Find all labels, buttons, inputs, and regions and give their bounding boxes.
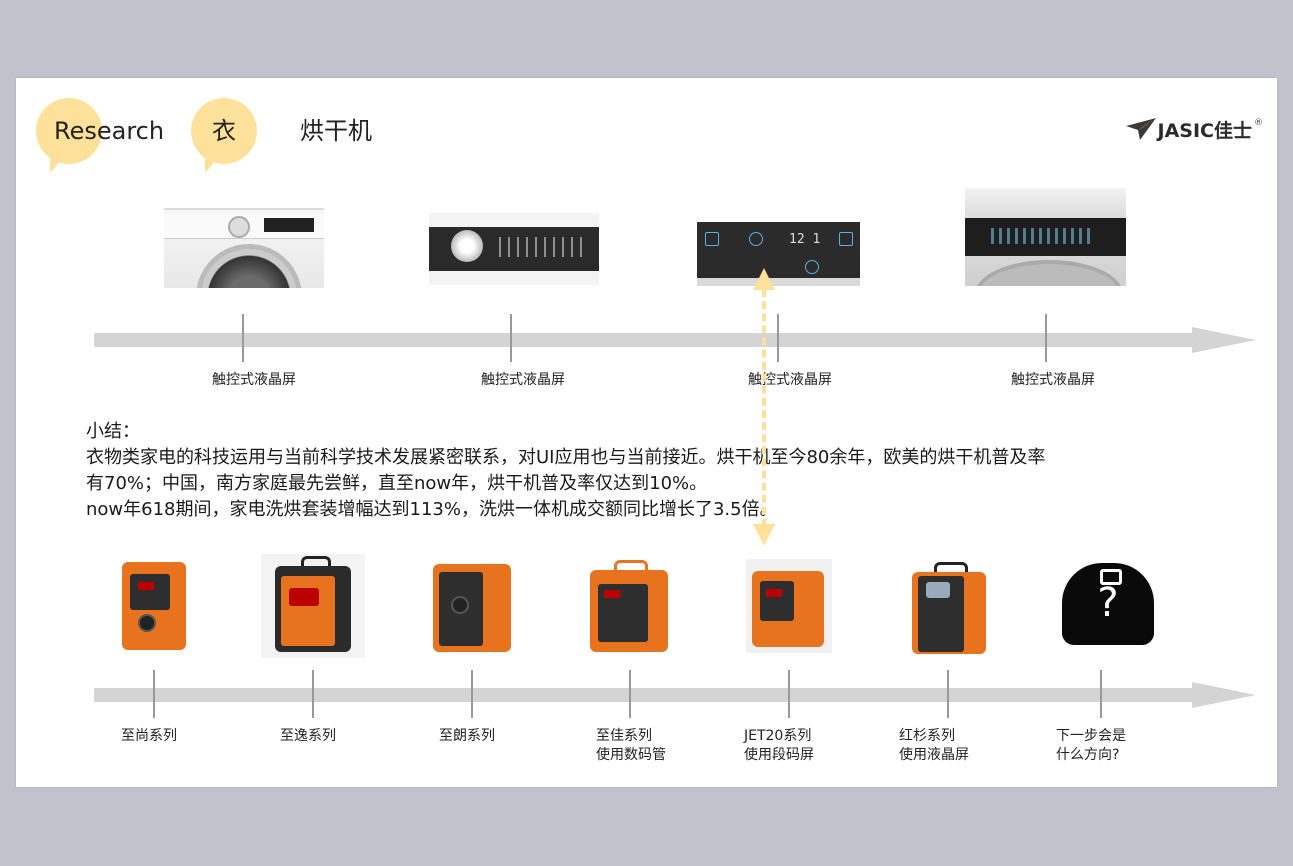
product-label-6-line1: 红杉系列 <box>899 728 955 744</box>
dryer-label-4: 触控式液晶屏 <box>1011 372 1095 388</box>
question-mark: ? <box>1097 580 1119 626</box>
dryer-image-1 <box>164 208 324 288</box>
product-label-2-line1: 至逸系列 <box>280 728 336 744</box>
dryer-tick-1 <box>242 314 244 362</box>
summary-heading: 小结： <box>86 421 140 442</box>
product-label-1-line1: 至尚系列 <box>121 728 177 744</box>
product-label-4-line1: 至佳系列 <box>596 728 652 744</box>
dryer-label-1: 触控式液晶屏 <box>212 372 296 388</box>
dryer-display-digits: 12 1 <box>789 232 821 247</box>
dryer-image-4 <box>965 188 1126 286</box>
product-label-7-line1: 下一步会是 <box>1056 728 1126 744</box>
product-label-4: 至佳系列 使用数码管 <box>596 727 666 765</box>
product-tick-7 <box>1100 670 1102 718</box>
connector-dashed-line <box>762 289 766 539</box>
product-tick-1 <box>153 670 155 718</box>
dryer-image-3: 12 1 <box>697 222 860 286</box>
product-label-6-line2: 使用液晶屏 <box>899 747 969 763</box>
summary-line-3: now年618期间，家电洗烘套装增幅达到113%，洗烘一体机成交额同比增长了3.… <box>86 499 778 520</box>
welder-image-1 <box>116 556 192 652</box>
welder-image-2 <box>261 554 365 658</box>
dryer-tick-2 <box>510 314 512 362</box>
product-tick-6 <box>947 670 949 718</box>
product-timeline-bar <box>94 688 1204 702</box>
product-label-4-line2: 使用数码管 <box>596 747 666 763</box>
product-label-3-line1: 至朗系列 <box>439 728 495 744</box>
product-label-5-line2: 使用段码屏 <box>744 747 814 763</box>
dryer-label-2: 触控式液晶屏 <box>481 372 565 388</box>
research-bubble <box>36 98 102 173</box>
product-label-5: JET20系列 使用段码屏 <box>744 727 814 765</box>
product-label-7: 下一步会是 什么方向? <box>1056 727 1126 765</box>
product-label-2: 至逸系列 <box>280 727 336 746</box>
dryer-timeline-arrowhead <box>1192 327 1256 353</box>
dryer-tick-3 <box>777 314 779 362</box>
slide: Research 衣 烘干机 JASIC佳士 ® 12 1 触控式液晶屏 触控式… <box>16 78 1277 787</box>
product-tick-4 <box>629 670 631 718</box>
logo-registered: ® <box>1254 118 1263 128</box>
connector-arrow-up-icon <box>753 268 775 290</box>
product-label-7-line2: 什么方向? <box>1056 747 1120 763</box>
product-label-3: 至朗系列 <box>439 727 495 746</box>
product-tick-3 <box>471 670 473 718</box>
welder-image-3 <box>429 556 515 654</box>
product-tick-2 <box>312 670 314 718</box>
research-label: Research <box>54 117 165 145</box>
summary-block: 小结： 衣物类家电的科技运用与当前科学技术发展紧密联系，对UI应用也与当前接近。… <box>86 419 1226 523</box>
dryer-label-3: 触控式液晶屏 <box>748 372 832 388</box>
logo-text: JASIC佳士 <box>1157 119 1252 142</box>
dryer-image-2 <box>429 213 599 285</box>
clothing-bubble <box>191 98 257 173</box>
product-timeline-arrowhead <box>1192 682 1256 708</box>
jasic-logo: JASIC佳士 ® <box>1125 116 1263 142</box>
product-label-6: 红杉系列 使用液晶屏 <box>899 727 969 765</box>
product-label-5-line1: JET20系列 <box>744 728 812 744</box>
clothing-label: 衣 <box>212 117 236 145</box>
welder-image-4 <box>586 560 672 654</box>
page-title: 烘干机 <box>300 117 372 145</box>
summary-line-1: 衣物类家电的科技运用与当前科学技术发展紧密联系，对UI应用也与当前接近。烘干机至… <box>86 447 1046 468</box>
product-tick-5 <box>788 670 790 718</box>
dryer-tick-4 <box>1045 314 1047 362</box>
dryer-timeline-bar <box>94 333 1204 347</box>
product-label-1: 至尚系列 <box>121 727 177 746</box>
summary-line-2: 有70%；中国，南方家庭最先尝鲜，直至now年，烘干机普及率仅达到10%。 <box>86 473 708 494</box>
connector-arrow-down-icon <box>753 524 775 546</box>
mystery-product-icon: ? <box>1062 563 1154 645</box>
welder-image-5 <box>746 559 832 653</box>
welder-image-6 <box>908 562 990 656</box>
jasic-logo-icon <box>1125 118 1156 140</box>
